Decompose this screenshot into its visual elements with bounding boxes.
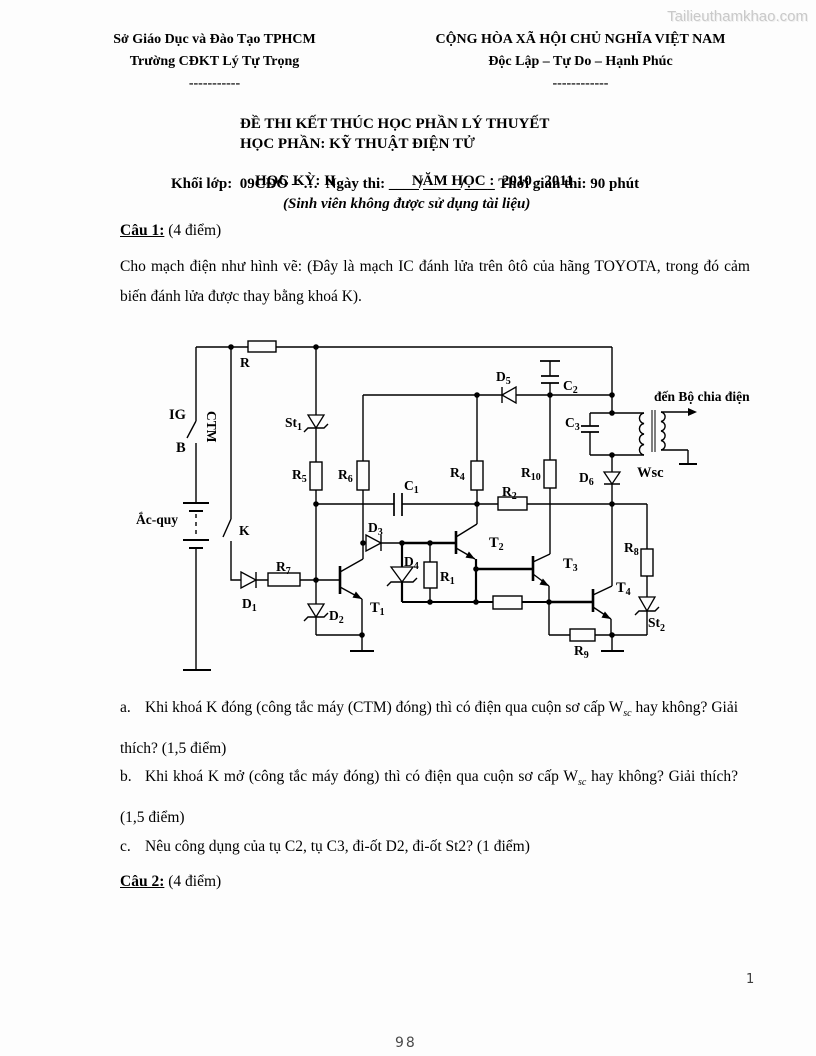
label-c3: C3 xyxy=(565,415,580,433)
label-st1: St1 xyxy=(285,415,302,433)
circuit-diagram: R IG B CTM Ắc-quy K D1 R7 D2 T1 St1 R5 R… xyxy=(136,340,750,671)
primary-coil xyxy=(638,412,645,456)
question1-label: Câu 1: xyxy=(120,222,165,239)
question2-label: Câu 2: xyxy=(120,873,165,890)
label-st2: St2 xyxy=(648,615,665,634)
zener-d4-symbol xyxy=(389,566,415,584)
page-number-corner: 1 xyxy=(746,972,755,987)
watermark: Tailieuthamkhao.com xyxy=(667,8,808,25)
item-c-text: Nêu công dụng của tụ C2, tụ C3, đi-ốt D2… xyxy=(145,838,530,855)
exam-note: (Sinh viên không được sử dụng tài liệu) xyxy=(283,196,531,212)
distributor-arrow xyxy=(688,408,697,416)
school-sub: Trường CĐKT Lý Tự Trọng xyxy=(129,54,300,69)
item-b-marker: b. xyxy=(120,768,132,785)
label-r8: R8 xyxy=(624,540,639,558)
resistor-r xyxy=(247,340,277,353)
zener-st1-symbol xyxy=(306,414,326,430)
resistor-r9 xyxy=(569,628,596,642)
label-r9: R9 xyxy=(574,643,589,661)
header-nation-block: CỘNG HÒA XÃ HỘI CHỦ NGHĨA VIỆT NAM Độc L… xyxy=(398,29,763,95)
exam-term-line: HỌC KỲ: II NĂM HỌC : 2010 - 2011 xyxy=(240,156,574,207)
label-t3: T3 xyxy=(563,556,578,574)
label-d1: D1 xyxy=(242,596,257,614)
question1-item-a: a. Khi khoá K đóng (công tắc máy (CTM) đó… xyxy=(120,691,738,766)
resistor-r2 xyxy=(497,496,528,511)
label-d6: D6 xyxy=(579,470,594,488)
label-r6: R6 xyxy=(338,467,353,485)
school-name: Sở Giáo Dục và Đào Tạo TPHCM xyxy=(113,32,316,47)
question2-points: (4 điểm) xyxy=(168,873,222,890)
label-ctm: CTM xyxy=(204,411,219,443)
nation-motto-2: Độc Lập – Tự Do – Hạnh Phúc xyxy=(488,54,673,69)
diode-d3-symbol xyxy=(365,533,383,553)
nation-motto-1: CỘNG HÒA XÃ HỘI CHỦ NGHĨA VIỆT NAM xyxy=(435,32,726,47)
label-k: K xyxy=(239,523,250,538)
resistor-r5 xyxy=(309,461,323,491)
label-d2: D2 xyxy=(329,608,344,626)
page-number-bottom: 98 xyxy=(395,1035,417,1051)
label-acquy: Ắc-quy xyxy=(136,512,178,527)
exam-subject: HỌC PHẦN: KỸ THUẬT ĐIỆN TỬ xyxy=(240,136,475,152)
item-a-marker: a. xyxy=(120,699,131,716)
junction-dots xyxy=(228,344,615,638)
item-a-text: Khi khoá K đóng (công tắc máy (CTM) đóng… xyxy=(145,699,624,716)
label-r10: R10 xyxy=(521,465,541,483)
secondary-coil xyxy=(660,411,666,451)
resistor-r4 xyxy=(470,460,484,491)
item-b-text-end: hay không? Giải thích? (1,5 điểm) xyxy=(120,768,738,826)
label-r: R xyxy=(240,355,250,370)
label-r2: R2 xyxy=(502,484,517,502)
year-label: NĂM HỌC : 2010 - 2011 xyxy=(411,173,574,189)
item-b-sub: sc xyxy=(577,777,587,788)
question1-item-b: b. Khi khoá K mở (công tắc máy đóng) thì … xyxy=(120,760,738,835)
header-right-dashes: ------------ xyxy=(552,76,609,91)
exam-title: ĐỀ THI KẾT THÚC HỌC PHẦN LÝ THUYẾT xyxy=(240,116,550,132)
label-r5: R5 xyxy=(292,467,307,485)
term-label: HỌC KỲ: II xyxy=(255,173,336,189)
question1-item-c: c. Nêu công dụng của tụ C2, tụ C3, đi-ốt … xyxy=(120,830,738,865)
question1-intro: Cho mạch điện như hình vẽ: (Đây là mạch … xyxy=(120,258,750,305)
resistor-r10 xyxy=(543,459,557,489)
resistor-r8 xyxy=(640,548,654,577)
label-wsc: Wsc xyxy=(637,465,664,481)
item-c-marker: c. xyxy=(120,838,131,855)
diode-d6-symbol xyxy=(602,471,622,486)
class-date-line: Khối lớp: 09CĐÔ – … Ngày thi: ____/_____… xyxy=(171,176,640,192)
label-r1: R1 xyxy=(440,569,455,587)
label-r7: R7 xyxy=(276,559,291,577)
resistor-r6 xyxy=(356,460,370,491)
label-c1: C1 xyxy=(404,478,419,496)
item-a-text-end: hay không? Giải thích? (1,5 điểm) xyxy=(120,699,739,757)
header-left-dashes: ----------- xyxy=(188,76,241,91)
item-b-text: Khi khoá K mở (công tắc máy đóng) thì có… xyxy=(145,768,578,785)
label-c2: C2 xyxy=(563,378,578,396)
label-t4: T4 xyxy=(616,580,631,598)
label-t1: T1 xyxy=(370,600,385,618)
question2-heading: Câu 2: (4 điểm) xyxy=(120,873,221,891)
diode-d5-symbol xyxy=(500,385,517,405)
resistor-r3 xyxy=(492,595,523,610)
label-ig: IG xyxy=(169,407,186,423)
zener-d2-symbol xyxy=(306,603,326,619)
label-t2: T2 xyxy=(489,535,504,553)
question1-points: (4 điểm) xyxy=(168,222,222,239)
label-b: B xyxy=(176,440,186,456)
label-r4: R4 xyxy=(450,465,465,483)
label-to-distributor: đến Bộ chia điện xyxy=(654,389,750,404)
label-d5: D5 xyxy=(496,369,511,387)
diode-d1-symbol xyxy=(240,570,258,590)
resistor-r1 xyxy=(423,561,438,589)
item-a-sub: sc xyxy=(623,708,632,719)
question1-heading: Câu 1: (4 điểm) xyxy=(120,222,221,240)
header-school-block: Sở Giáo Dục và Đào Tạo TPHCM Trường CĐKT… xyxy=(62,29,367,95)
zener-st2-symbol xyxy=(637,596,657,613)
label-d4: D4 xyxy=(404,554,419,572)
label-d3: D3 xyxy=(368,520,383,538)
resistor-r7 xyxy=(267,572,301,587)
